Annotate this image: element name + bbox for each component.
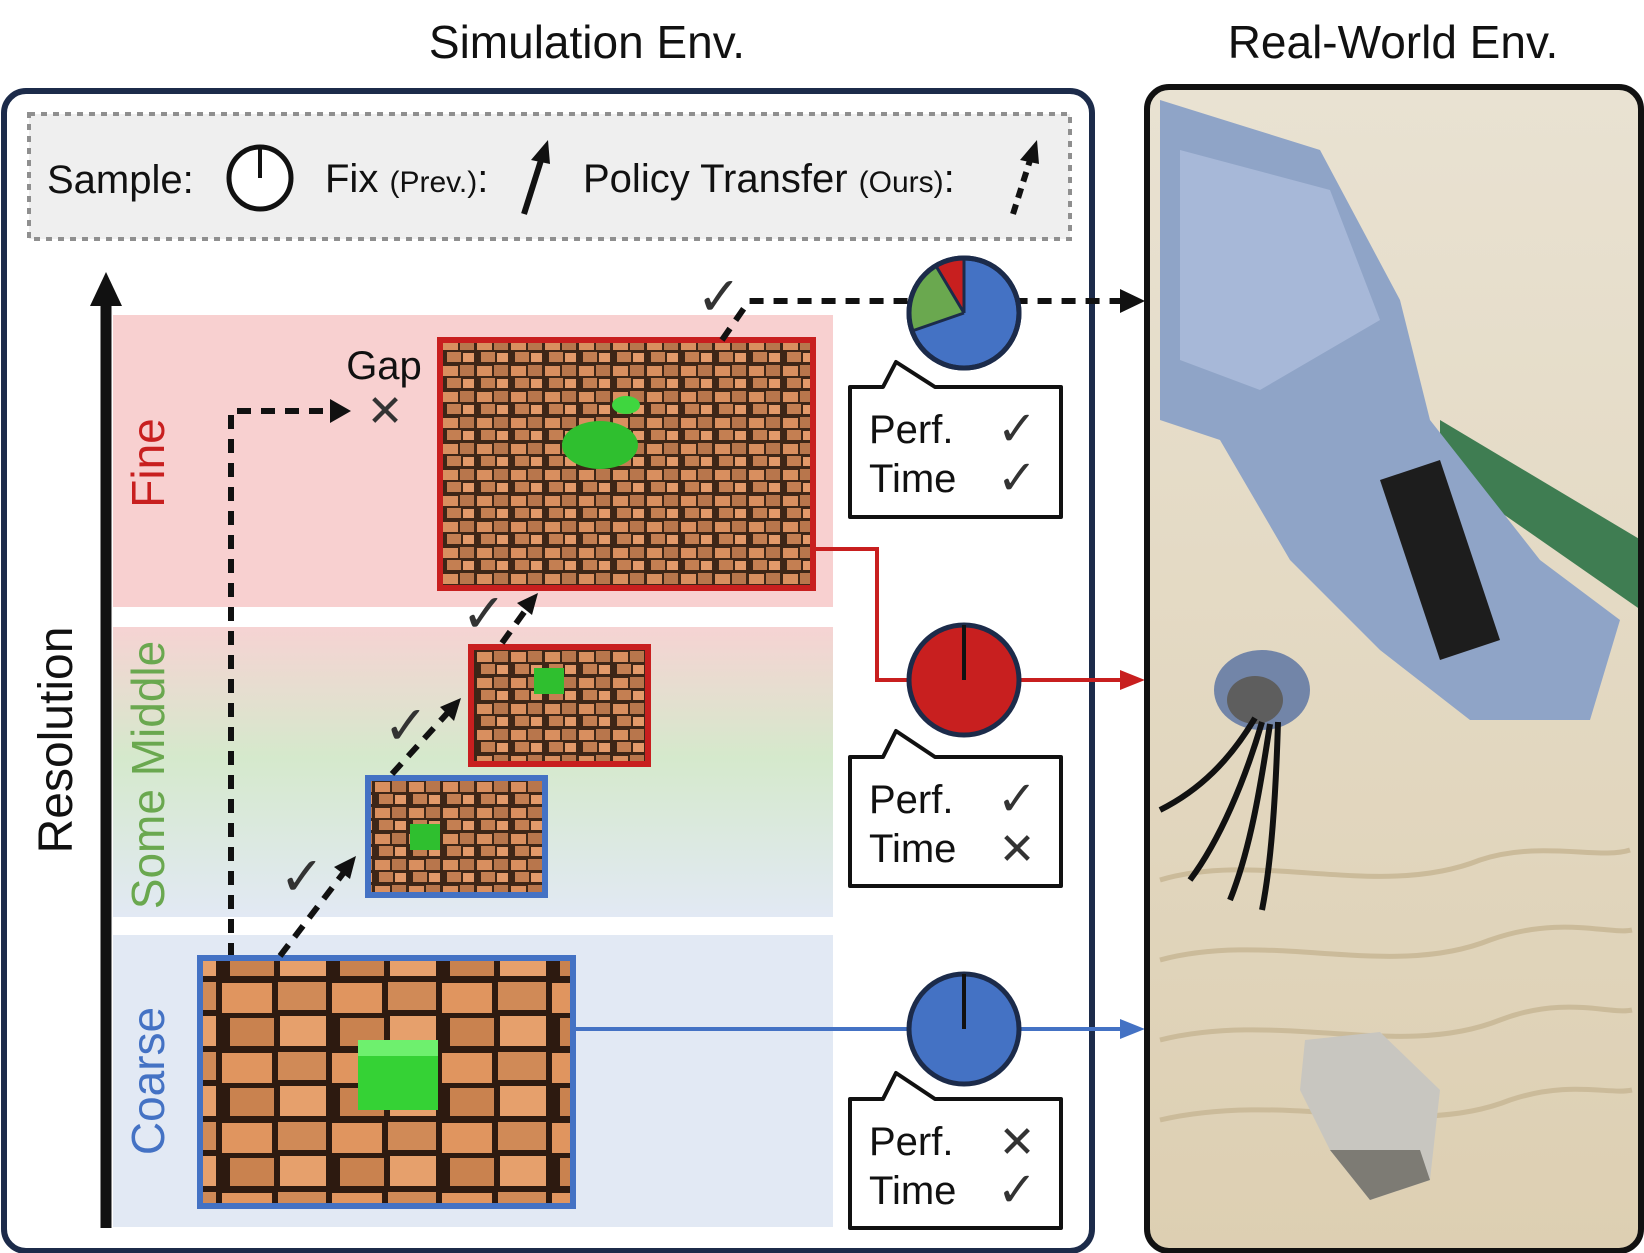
callout-ours-perf-mark: ✓ xyxy=(997,401,1037,457)
callout-fine-time-label: Time xyxy=(869,827,956,871)
coarse-sim-image xyxy=(197,955,576,1209)
callout-ours: Perf. ✓ Time ✓ xyxy=(848,360,1063,519)
callout-coarse: Perf. ✕ Time ✓ xyxy=(848,1071,1063,1230)
callout-coarse-perf-label: Perf. xyxy=(869,1120,953,1164)
transfer-arrow-1 xyxy=(277,856,356,958)
middle-fine-sim-image xyxy=(468,644,651,767)
callout-fine-perf-mark: ✓ xyxy=(997,771,1037,827)
real-world-env-title: Real-World Env. xyxy=(1228,16,1559,68)
check-icon-3: ✓ xyxy=(461,582,506,645)
callout-coarse-time-label: Time xyxy=(869,1169,956,1213)
fine-band-label: Fine xyxy=(122,418,174,507)
pie-chart-fine xyxy=(906,622,1022,738)
legend-transfer-label: Policy Transfer (Ours): xyxy=(583,157,955,201)
middle-band-label: Some Middle xyxy=(122,641,174,909)
callout-ours-perf-label: Perf. xyxy=(869,408,953,452)
callout-coarse-perf-mark: ✕ xyxy=(999,1117,1036,1168)
real-world-photo xyxy=(1144,84,1644,1253)
callout-ours-time-mark: ✓ xyxy=(997,450,1037,506)
simulation-env-title: Simulation Env. xyxy=(429,16,745,68)
solid-arrow-icon xyxy=(521,140,550,215)
resolution-axis xyxy=(90,272,122,1228)
transfer-arrow-3 xyxy=(499,593,538,645)
pie-chart-ours xyxy=(906,255,1022,371)
callout-coarse-time-mark: ✓ xyxy=(997,1162,1037,1218)
dashed-arrow-icon xyxy=(1010,140,1039,215)
legend-fix-label: Fix (Prev.): xyxy=(325,157,488,201)
transfer-arrow-2 xyxy=(389,698,461,777)
fix-coarse-arrow xyxy=(573,1019,1145,1039)
fine-sim-image xyxy=(437,337,816,591)
gap-transfer-path xyxy=(228,399,351,957)
gap-cross-icon: ✕ xyxy=(367,386,404,437)
clock-icon xyxy=(226,144,294,212)
coarse-band-label: Coarse xyxy=(122,1007,174,1155)
callout-fine: Perf. ✓ Time ✕ xyxy=(848,729,1063,888)
gap-label: Gap xyxy=(346,344,422,388)
callout-fine-perf-label: Perf. xyxy=(869,778,953,822)
middle-coarse-sim-image xyxy=(365,775,548,898)
check-icon-2: ✓ xyxy=(383,694,428,757)
callout-fine-time-mark: ✕ xyxy=(999,824,1036,875)
resolution-axis-label: Resolution xyxy=(30,627,83,854)
check-icon-1: ✓ xyxy=(279,845,324,908)
legend-sample-label: Sample: xyxy=(47,158,194,202)
callout-ours-time-label: Time xyxy=(869,457,956,501)
legend-box xyxy=(27,112,1072,241)
pie-chart-coarse xyxy=(906,971,1022,1087)
